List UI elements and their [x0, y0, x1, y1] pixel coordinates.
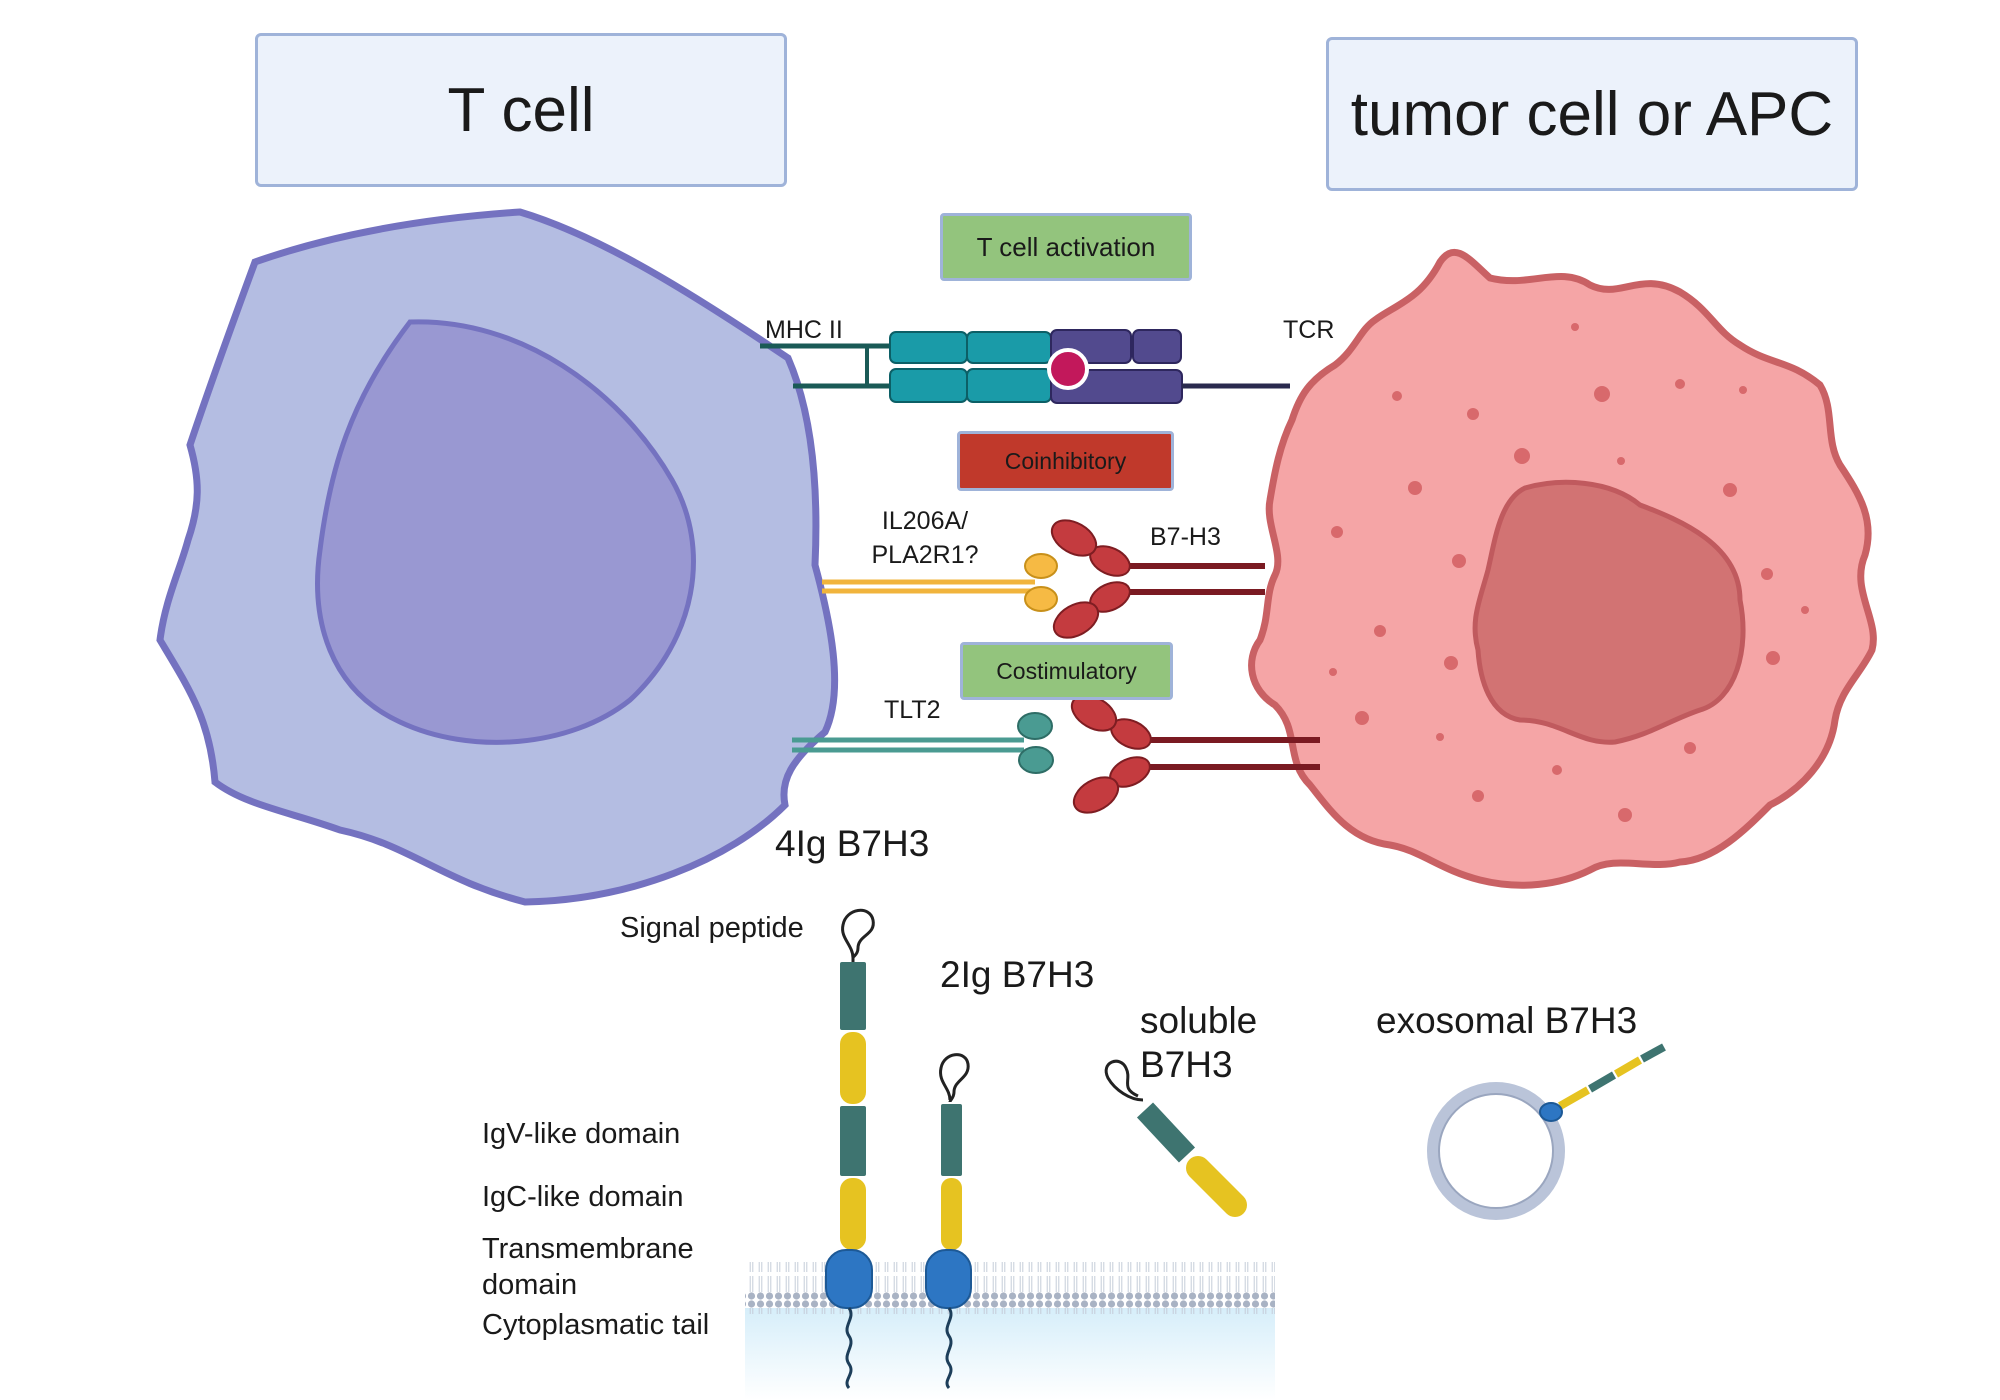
il206a-label-line2: PLA2R1?	[871, 541, 979, 569]
tumor-cell-title-box: tumor cell or APC	[1326, 37, 1858, 191]
exosomal-tm-anchor	[1539, 1102, 1563, 1122]
tumor-cell-title: tumor cell or APC	[1350, 79, 1834, 149]
transmembrane-domain-label: Transmembrane domain	[482, 1231, 694, 1303]
soluble-label-line1: soluble	[1140, 1000, 1258, 1041]
mhc-ii-label: MHC II	[765, 316, 843, 344]
costimulatory-label: Costimulatory	[996, 657, 1137, 684]
b7h3-costimulatory-ligand	[1070, 694, 1320, 814]
transmembrane-domain-4ig	[825, 1249, 873, 1309]
il206a-label: IL206A/ PLA2R1?	[860, 504, 990, 572]
exosome-vesicle-inner	[1438, 1093, 1554, 1209]
b7h3-igv-upper	[1050, 519, 1098, 557]
il206a-receptor	[822, 553, 1058, 612]
tumor-cell	[1248, 248, 1877, 889]
transmembrane-domain-2ig	[925, 1249, 972, 1309]
exosome-vesicle	[1427, 1082, 1565, 1220]
signal-peptide-4ig	[841, 909, 875, 959]
t-cell-title: T cell	[447, 75, 595, 145]
coinhibitory-tag: Coinhibitory	[957, 431, 1174, 491]
b7h3-exosomal-isoform	[1427, 1043, 1666, 1220]
lipid-bilayer	[745, 1262, 1275, 1314]
igv-domain-4ig-1	[840, 962, 866, 1030]
exosomal-b7h3-label: exosomal B7H3	[1376, 1000, 1638, 1041]
b7h3-costim-igv-upper	[1070, 694, 1118, 732]
igc-domain-2ig	[941, 1178, 962, 1250]
tumor-cell-nucleus	[1472, 479, 1746, 745]
b7h3-costim-igv-lower	[1072, 776, 1120, 814]
b7h3-soluble-isoform	[1104, 1059, 1247, 1217]
cytoplasmic-tail-2ig	[945, 1307, 953, 1389]
igv-domain-label: IgV-like domain	[482, 1118, 681, 1150]
cytoplasmic-tail-4ig	[845, 1307, 853, 1389]
tlt2-label: TLT2	[884, 696, 941, 724]
mhc-beta2-domain	[966, 368, 1052, 403]
b7h3-label: B7-H3	[1150, 523, 1221, 551]
tlt2-head-upper	[1017, 712, 1053, 740]
il206a-head-lower	[1024, 586, 1058, 612]
transmembrane-label-line2: domain	[482, 1269, 578, 1301]
signal-peptide-label: Signal peptide	[620, 912, 804, 944]
exosomal-igv-domain-1	[1587, 1071, 1617, 1093]
cell-membrane	[745, 1262, 1275, 1400]
b7h3-igv-lower	[1052, 601, 1100, 639]
four-ig-b7h3-label: 4Ig B7H3	[775, 823, 930, 864]
t-cell-activation-tag: T cell activation	[940, 213, 1192, 281]
soluble-b7h3-label: soluble B7H3	[1140, 999, 1257, 1087]
tumor-cell-granules	[1329, 323, 1809, 822]
mhc-beta1-domain	[889, 368, 968, 403]
igv-domain-2ig	[941, 1104, 962, 1176]
costimulatory-tag: Costimulatory	[960, 642, 1173, 700]
il206a-head-upper	[1024, 553, 1058, 579]
tlt2-receptor	[792, 712, 1054, 774]
soluble-label-line2: B7H3	[1140, 1044, 1233, 1085]
signal-peptide-2ig	[939, 1053, 970, 1103]
b7h3-2ig-isoform	[925, 1053, 972, 1389]
igv-domain-soluble	[1136, 1102, 1196, 1163]
t-cell-title-box: T cell	[255, 33, 787, 187]
igc-domain-4ig-2	[840, 1178, 866, 1250]
tlt2-head-lower	[1018, 746, 1054, 774]
exosomal-igc-domain-1	[1558, 1086, 1590, 1110]
t-cell	[156, 208, 839, 906]
igc-domain-4ig-1	[840, 1032, 866, 1104]
cytoplasm-gradient	[745, 1308, 1275, 1400]
peptide-antigen	[1047, 348, 1089, 390]
igc-domain-label: IgC-like domain	[482, 1181, 684, 1213]
transmembrane-label-line1: Transmembrane	[482, 1233, 694, 1265]
il206a-label-line1: IL206A/	[881, 507, 969, 535]
b7h3-4ig-isoform	[825, 909, 875, 1389]
signal-peptide-soluble	[1104, 1059, 1144, 1102]
mhc-alpha1-domain	[889, 331, 968, 364]
t-cell-nucleus	[315, 319, 696, 745]
coinhibitory-label: Coinhibitory	[1004, 447, 1127, 474]
tcr-label: TCR	[1283, 316, 1335, 344]
t-cell-activation-label: T cell activation	[976, 231, 1156, 262]
mhc-tcr-complex	[760, 329, 1290, 404]
exosomal-igc-domain-2	[1613, 1056, 1643, 1078]
cytoplasmic-tail-label: Cytoplasmatic tail	[482, 1309, 710, 1341]
exosomal-igv-domain-2	[1640, 1043, 1666, 1063]
tcr-constant-alpha	[1132, 329, 1182, 364]
mhc-alpha2-domain	[966, 331, 1052, 364]
igc-domain-soluble	[1186, 1156, 1247, 1217]
igv-domain-4ig-2	[840, 1106, 866, 1176]
b7h3-coinhibitory-ligand	[1050, 519, 1265, 639]
two-ig-b7h3-label: 2Ig B7H3	[940, 954, 1095, 995]
